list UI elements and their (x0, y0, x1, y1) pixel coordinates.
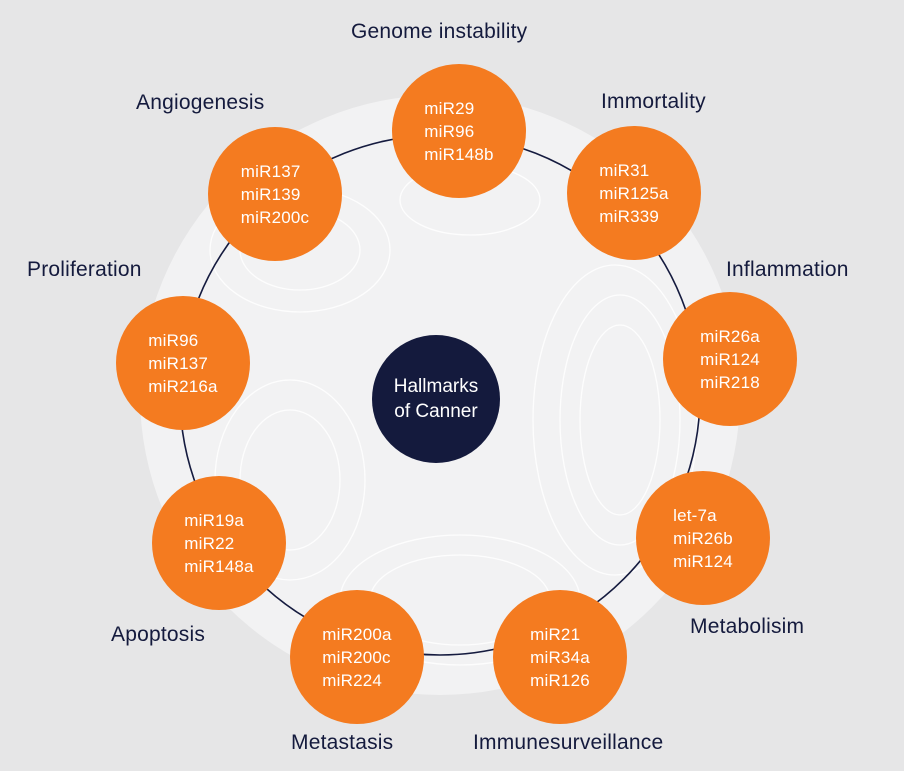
hallmark-label-metastasis: Metastasis (291, 731, 394, 754)
mirna-item: miR137 (240, 161, 301, 181)
mirna-item: miR29 (424, 98, 475, 118)
mirna-node-angiogenesis: miR137 miR139 miR200c (208, 127, 342, 261)
mirna-item: miR26a (700, 326, 760, 346)
mirna-item: miR19a (184, 510, 245, 530)
mirna-node-proliferation: miR96 miR137 miR216a (116, 296, 250, 430)
hallmark-label-apoptosis: Apoptosis (111, 623, 206, 646)
mirna-list: miR200a miR200c miR224 (322, 623, 391, 692)
mirna-list: miR96 miR137 miR216a (148, 329, 217, 398)
mirna-item: miR148b (424, 144, 494, 164)
mirna-list: miR21 miR34a miR126 (530, 623, 590, 692)
mirna-item: miR125a (599, 183, 669, 203)
mirna-item: miR124 (700, 349, 760, 369)
mirna-node-apoptosis: miR19a miR22 miR148a (152, 476, 286, 610)
mirna-item: miR148a (184, 556, 254, 576)
hallmark-label-immortality: Immortality (601, 90, 706, 113)
center-title-line2: of Canner (394, 401, 478, 422)
mirna-item: miR200a (322, 624, 392, 644)
mirna-item: miR200c (322, 647, 391, 667)
center-title-line1: Hallmarks (393, 376, 479, 397)
mirna-item: miR34a (530, 647, 590, 667)
mirna-list: miR19a miR22 miR148a (184, 509, 253, 578)
hallmark-label-immunesurveillance: Immunesurveillance (473, 731, 664, 754)
mirna-item: miR339 (599, 206, 660, 226)
mirna-item: miR139 (240, 184, 301, 204)
mirna-list: miR26a miR124 miR218 (700, 325, 760, 394)
mirna-item: miR216a (148, 376, 218, 396)
mirna-node-inflammation: miR26a miR124 miR218 (663, 292, 797, 426)
mirna-item: miR26b (673, 528, 733, 548)
mirna-item: let-7a (673, 505, 717, 525)
mirna-node-genome-instability: miR29 miR96 miR148b (392, 64, 526, 198)
mirna-list: miR31 miR125a miR339 (599, 159, 668, 228)
mirna-item: miR200c (240, 207, 310, 227)
mirna-item: miR124 (673, 551, 733, 571)
hallmark-label-angiogenesis: Angiogenesis (136, 91, 265, 114)
mirna-item: miR96 (148, 330, 199, 350)
mirna-list: miR137 miR139 miR200c (241, 160, 309, 229)
mirna-item: miR126 (530, 670, 590, 690)
hallmark-label-proliferation: Proliferation (27, 258, 142, 281)
mirna-node-immortality: miR31 miR125a miR339 (567, 126, 701, 260)
mirna-item: miR22 (184, 533, 235, 553)
hallmark-label-inflammation: Inflammation (726, 258, 849, 281)
mirna-item: miR31 (599, 160, 650, 180)
hallmark-label-metabolisim: Metabolisim (690, 615, 805, 638)
mirna-item: miR218 (700, 372, 760, 392)
mirna-list: miR29 miR96 miR148b (424, 97, 493, 166)
mirna-node-metastasis: miR200a miR200c miR224 (290, 590, 424, 724)
mirna-item: miR137 (148, 353, 209, 373)
mirna-list: let-7a miR26b miR124 (673, 504, 733, 573)
mirna-node-metabolisim: let-7a miR26b miR124 (636, 471, 770, 605)
hallmark-label-genome-instability: Genome instability (351, 20, 528, 43)
mirna-item: miR96 (424, 121, 475, 141)
center-node: Hallmarks of Canner (372, 335, 500, 463)
mirna-item: miR21 (530, 624, 581, 644)
mirna-node-immunesurveillance: miR21 miR34a miR126 (493, 590, 627, 724)
mirna-item: miR224 (322, 670, 383, 690)
